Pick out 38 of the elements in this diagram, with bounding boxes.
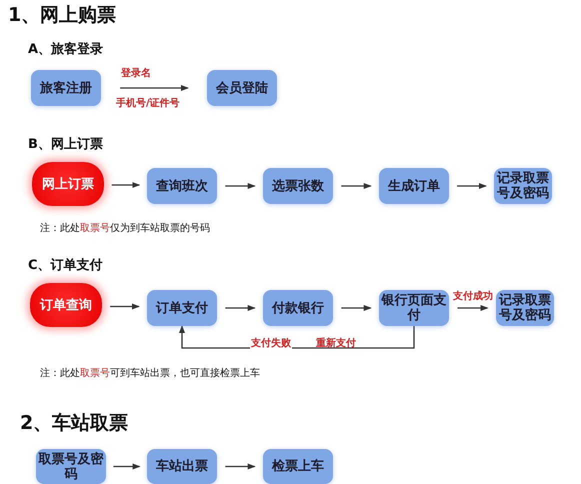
subsection-heading: A、旅客登录 <box>28 40 104 58</box>
subsection-heading: C、订单支付 <box>28 257 103 274</box>
process-box: 会员登陆 <box>207 70 277 106</box>
arrow <box>457 183 487 189</box>
start-button-box: 订单查询 <box>30 283 102 327</box>
arrow <box>225 305 256 311</box>
process-box: 记录取票号及密码 <box>496 290 554 326</box>
section-heading: 1、网上购票 <box>8 3 116 28</box>
annotation-text: 手机号/证件号 <box>116 96 180 110</box>
arrow <box>341 305 372 311</box>
edge-label: 登录名 <box>120 66 152 80</box>
arrow <box>457 305 489 311</box>
arrow <box>112 182 140 188</box>
note-text: 注：此处取票号可到车站出票，也可直接检票上车 <box>40 366 260 380</box>
process-box: 银行页面支付 <box>379 290 449 326</box>
arrow <box>341 183 372 189</box>
process-box: 选票张数 <box>263 168 333 204</box>
note-text: 注：此处取票号仅为到车站取票的号码 <box>40 222 210 235</box>
process-box: 记录取票号及密码 <box>494 168 552 204</box>
arrow <box>225 183 256 189</box>
arrow <box>110 304 140 310</box>
process-box: 查询班次 <box>147 168 217 204</box>
arrow <box>225 464 256 470</box>
arrow <box>120 85 189 91</box>
process-box: 付款银行 <box>263 290 333 326</box>
process-box: 检票上车 <box>263 449 333 484</box>
process-box: 车站出票 <box>147 449 217 484</box>
section-heading: 2、车站取票 <box>20 411 128 436</box>
edge-label: 支付成功 <box>452 289 494 303</box>
annotation-text: 重新支付 <box>316 336 356 350</box>
edge-label: 支付失败 <box>250 336 292 350</box>
arrow <box>113 464 141 470</box>
process-box: 取票号及密码 <box>36 449 106 484</box>
process-box: 生成订单 <box>379 168 449 204</box>
subsection-heading: B、网上订票 <box>28 136 103 153</box>
process-box: 订单支付 <box>147 290 217 326</box>
process-box: 旅客注册 <box>31 70 101 106</box>
start-button-box: 网上订票 <box>32 162 104 206</box>
